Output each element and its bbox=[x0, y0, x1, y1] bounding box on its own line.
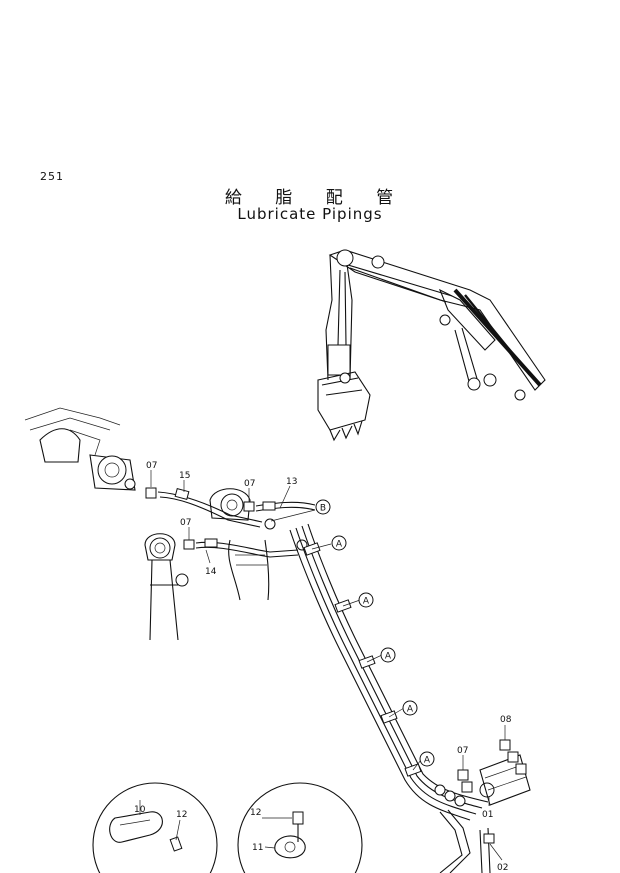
boom-foot-assembly bbox=[24, 407, 270, 641]
grease-hoses bbox=[145, 487, 316, 558]
view-marker-a-2: A bbox=[358, 592, 374, 608]
title-japanese: 給 脂 配 管 bbox=[224, 188, 408, 208]
main-pipe-bundle bbox=[289, 523, 495, 873]
view-marker-a-1: A bbox=[331, 535, 347, 551]
detail-clamp-11 bbox=[237, 782, 363, 873]
callout-11: 11 bbox=[252, 843, 263, 853]
page-number: 251 bbox=[40, 170, 64, 183]
svg-text:A: A bbox=[385, 652, 392, 662]
leader-lines bbox=[150, 470, 503, 861]
callout-01: 01 bbox=[482, 810, 493, 820]
callout-07-a: 07 bbox=[146, 461, 157, 471]
callout-07-c: 07 bbox=[180, 518, 191, 528]
view-marker-a-3: A bbox=[380, 647, 396, 663]
svg-text:A: A bbox=[363, 597, 370, 607]
title-english: Lubricate Pipings bbox=[237, 205, 383, 223]
svg-text:A: A bbox=[424, 756, 431, 766]
grease-fitting-07c bbox=[183, 539, 195, 550]
view-marker-a-5: A bbox=[419, 751, 435, 767]
grease-fitting-07a bbox=[145, 487, 157, 499]
view-marker-b: B bbox=[315, 499, 331, 515]
callout-13: 13 bbox=[286, 477, 297, 487]
callout-14: 14 bbox=[205, 567, 217, 577]
view-marker-a-4: A bbox=[402, 700, 418, 716]
fitting-cluster bbox=[457, 725, 531, 806]
svg-text:A: A bbox=[336, 540, 343, 550]
callout-02: 02 bbox=[497, 863, 508, 873]
callout-12-b: 12 bbox=[250, 808, 261, 818]
callout-08: 08 bbox=[500, 715, 512, 725]
callout-12-a: 12 bbox=[176, 810, 187, 820]
callout-15: 15 bbox=[179, 471, 190, 481]
callout-07-d: 07 bbox=[457, 746, 468, 756]
svg-text:B: B bbox=[320, 504, 326, 514]
svg-text:A: A bbox=[407, 705, 414, 715]
callout-07-b: 07 bbox=[244, 479, 255, 489]
detail-clamp-10 bbox=[92, 782, 218, 873]
excavator-front-overview bbox=[317, 249, 546, 442]
grease-fitting-07b bbox=[243, 501, 255, 512]
callout-10: 10 bbox=[134, 805, 146, 815]
